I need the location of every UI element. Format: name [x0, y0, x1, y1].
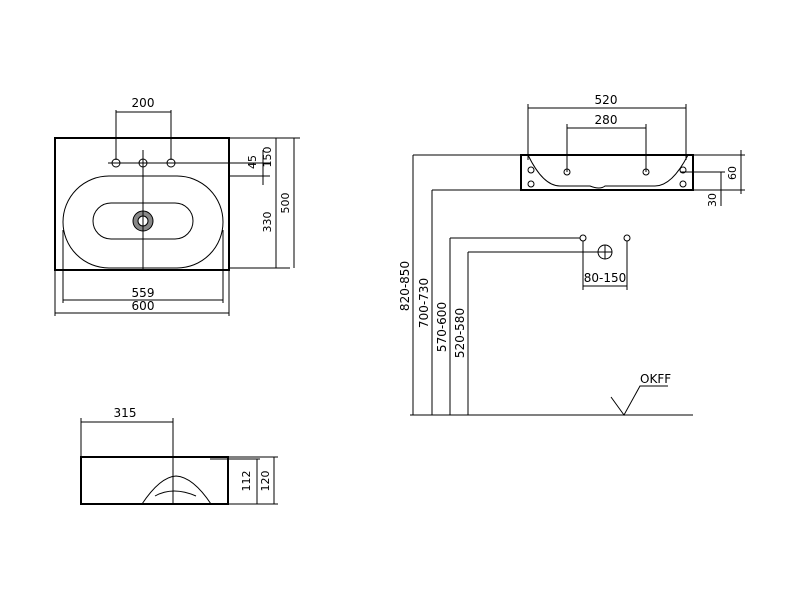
dim-600: 600 [132, 299, 155, 313]
height-700-730: 700-730 [417, 278, 431, 328]
height-520-580: 520-580 [453, 308, 467, 358]
dim-80-150: 80-150 [584, 271, 627, 285]
dim-112: 112 [240, 471, 253, 492]
basin-outline-front [520, 154, 694, 191]
dim-30: 30 [706, 193, 719, 207]
dim-520: 520 [595, 93, 618, 107]
height-820-850: 820-850 [398, 261, 412, 311]
basin-outline-top [54, 137, 230, 271]
floor-label: OKFF [640, 372, 671, 386]
basin-outline-side [80, 456, 229, 505]
dim-500: 500 [279, 193, 292, 214]
supply-valve-right-icon [623, 234, 631, 242]
dim-60: 60 [726, 166, 739, 180]
supply-valve-left-icon [579, 234, 587, 242]
dim-tap-spacing: 200 [132, 96, 155, 110]
dim-280: 280 [595, 113, 618, 127]
bowl-section [141, 475, 212, 505]
dim-150: 150 [261, 147, 274, 168]
floor-marker-icon [610, 385, 668, 416]
top-view: 200 45 150 330 500 559 600 [54, 96, 300, 316]
dim-120: 120 [259, 471, 272, 492]
height-570-600: 570-600 [435, 302, 449, 352]
dim-45: 45 [246, 155, 259, 169]
dim-559: 559 [132, 286, 155, 300]
side-view: 315 112 120 [80, 406, 278, 505]
dim-330: 330 [261, 212, 274, 233]
elevation-view: 520 280 60 30 80-150 820-850 700-730 570… [398, 93, 745, 416]
dim-315: 315 [114, 406, 137, 420]
